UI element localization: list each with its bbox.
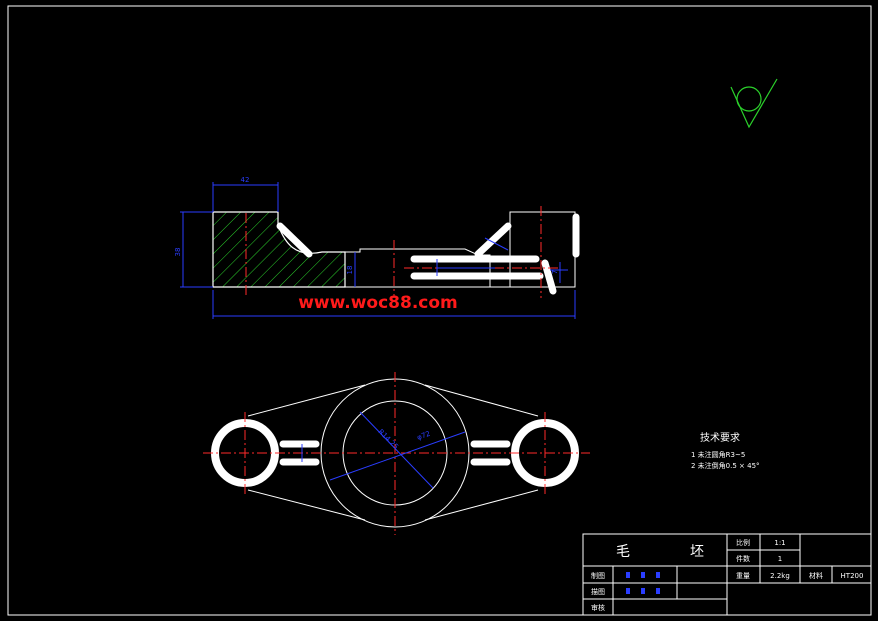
middle-body-outline	[345, 248, 491, 288]
notes-title: 技术要求	[700, 431, 740, 444]
material-label: 材料	[809, 571, 823, 580]
technical-notes: 技术要求 1 未注圆角R3~5 2 未注倒角0.5 × 45°	[691, 431, 760, 470]
dim-bore-radius: R14.25	[377, 428, 400, 451]
check-label: 描图	[591, 587, 605, 596]
notes-line-2: 2 未注倒角0.5 × 45°	[691, 461, 760, 470]
signature-marks	[626, 572, 660, 594]
front-dimensions	[180, 182, 576, 319]
top-view: R14.25 φ72	[203, 372, 590, 535]
count-value: 1	[778, 555, 782, 563]
part-name-char-1: 毛	[616, 544, 630, 560]
rib-strokes	[276, 213, 580, 295]
part-name-char-2: 坯	[690, 544, 704, 560]
scale-value: 1:1	[774, 539, 785, 547]
drawing-frame	[7, 5, 872, 616]
dim-top-width: 42	[241, 176, 250, 184]
review-label: 审核	[591, 603, 605, 612]
surface-finish-icon	[730, 78, 778, 129]
weight-label: 重量	[736, 572, 750, 580]
notes-line-1: 1 未注圆角R3~5	[691, 450, 745, 459]
material-value: HT200	[841, 572, 864, 580]
draw-label: 制图	[591, 571, 605, 580]
dim-mid-small: 18	[346, 266, 354, 275]
top-dimensions	[301, 411, 466, 489]
dim-right-small: 7	[551, 270, 559, 274]
front-section-view: 42 38 18 7	[174, 176, 580, 319]
watermark-text: www.woc88.com	[298, 293, 458, 313]
dim-left-height: 38	[174, 248, 182, 257]
top-centerlines	[203, 372, 590, 535]
connecting-arms	[279, 440, 511, 466]
scale-label: 比例	[736, 538, 750, 547]
title-block	[582, 533, 872, 616]
count-label: 件数	[736, 554, 750, 563]
dim-center-circle: φ72	[416, 430, 431, 442]
weight-value: 2.2kg	[770, 572, 790, 580]
